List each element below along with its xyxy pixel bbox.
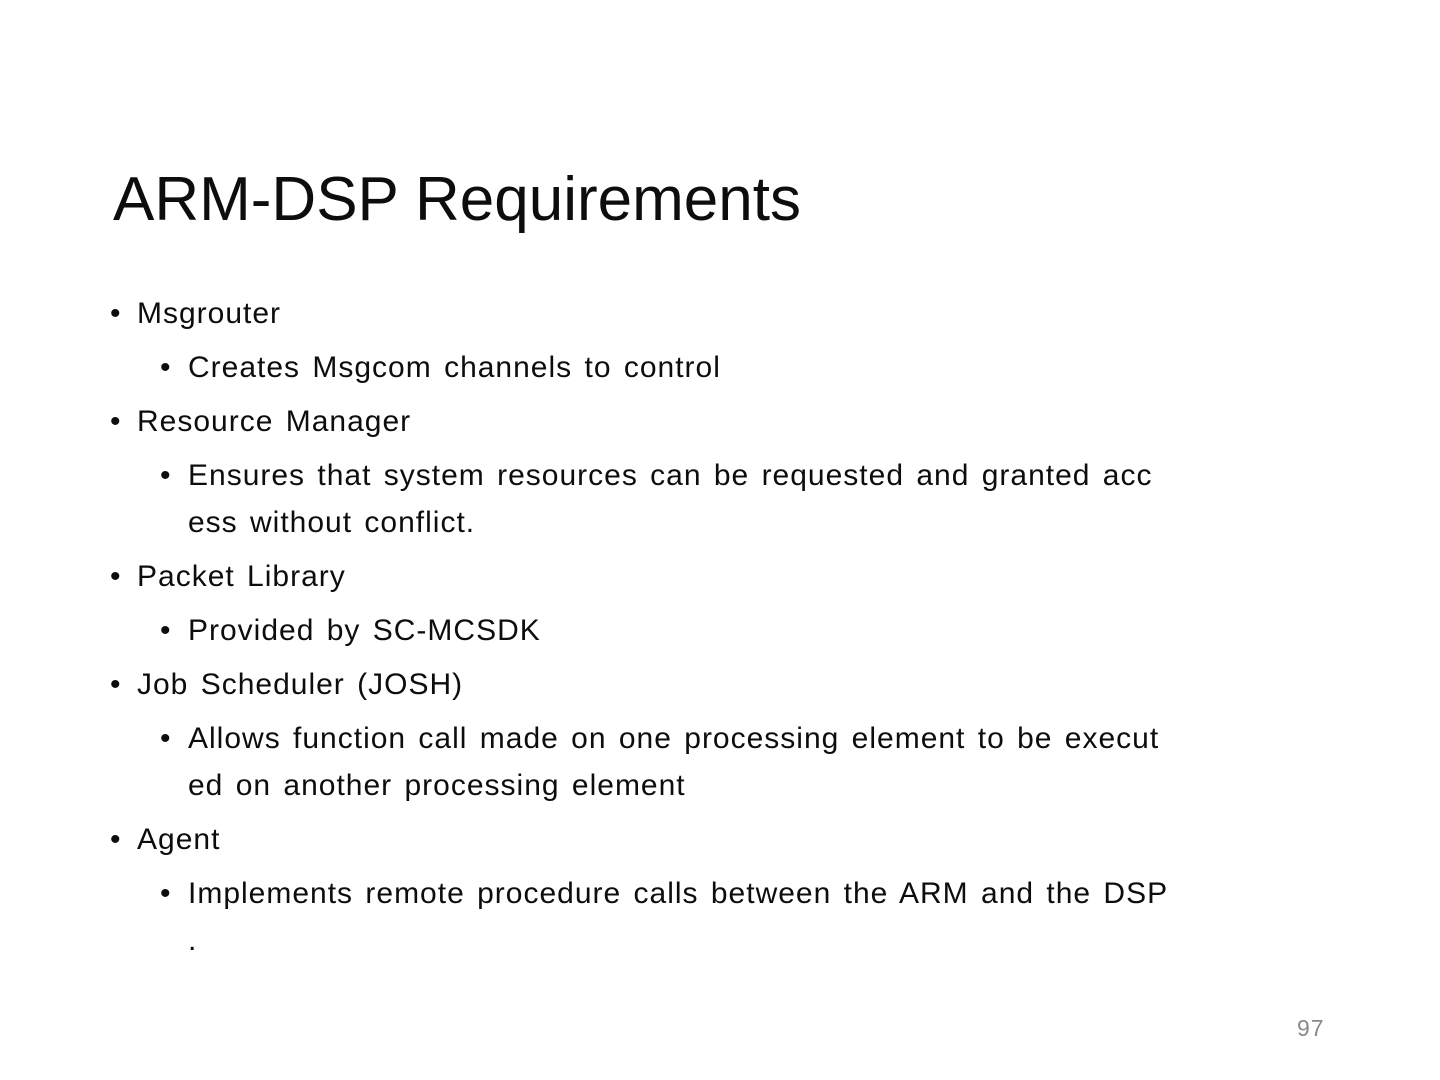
bullet-icon: • <box>110 560 122 593</box>
bullet-text: Implements remote procedure calls betwee… <box>188 877 1169 910</box>
bullet-text: Ensures that system resources can be req… <box>188 459 1153 492</box>
bullet-icon: • <box>160 614 172 647</box>
bullet-item-msgrouter-detail: • Creates Msgcom channels to control <box>0 344 1440 391</box>
bullet-item-msgrouter: • Msgrouter <box>0 290 1440 337</box>
bullet-icon: • <box>110 823 122 856</box>
bullet-icon: • <box>110 668 122 701</box>
bullet-text: Agent <box>137 823 221 856</box>
bullet-text-wrap: . <box>188 924 198 957</box>
bullet-item-job-scheduler-detail: • Allows function call made on one proce… <box>0 715 1440 809</box>
bullet-item-packet-library-detail: • Provided by SC-MCSDK <box>0 607 1440 654</box>
slide-title: ARM-DSP Requirements <box>113 164 801 234</box>
bullet-text-wrap: ed on another processing element <box>188 769 686 802</box>
bullet-text: Allows function call made on one process… <box>188 722 1160 755</box>
bullet-item-resource-manager-detail: • Ensures that system resources can be r… <box>0 452 1440 546</box>
bullet-icon: • <box>110 405 122 438</box>
bullet-text: Packet Library <box>137 560 346 593</box>
bullet-icon: • <box>160 877 172 910</box>
bullet-list: • Msgrouter • Creates Msgcom channels to… <box>0 290 1440 971</box>
bullet-icon: • <box>160 722 172 755</box>
bullet-item-agent: • Agent <box>0 816 1440 863</box>
bullet-text: Creates Msgcom channels to control <box>188 351 721 384</box>
bullet-item-agent-detail: • Implements remote procedure calls betw… <box>0 870 1440 964</box>
bullet-icon: • <box>160 351 172 384</box>
bullet-icon: • <box>160 459 172 492</box>
bullet-icon: • <box>110 297 122 330</box>
bullet-text: Job Scheduler (JOSH) <box>137 668 464 701</box>
bullet-item-resource-manager: • Resource Manager <box>0 398 1440 445</box>
bullet-text: Resource Manager <box>137 405 412 438</box>
bullet-text: Provided by SC-MCSDK <box>188 614 541 647</box>
page-number: 97 <box>1297 1015 1325 1041</box>
bullet-item-packet-library: • Packet Library <box>0 553 1440 600</box>
bullet-text: Msgrouter <box>137 297 282 330</box>
bullet-item-job-scheduler: • Job Scheduler (JOSH) <box>0 661 1440 708</box>
bullet-text-wrap: ess without conflict. <box>188 506 476 539</box>
